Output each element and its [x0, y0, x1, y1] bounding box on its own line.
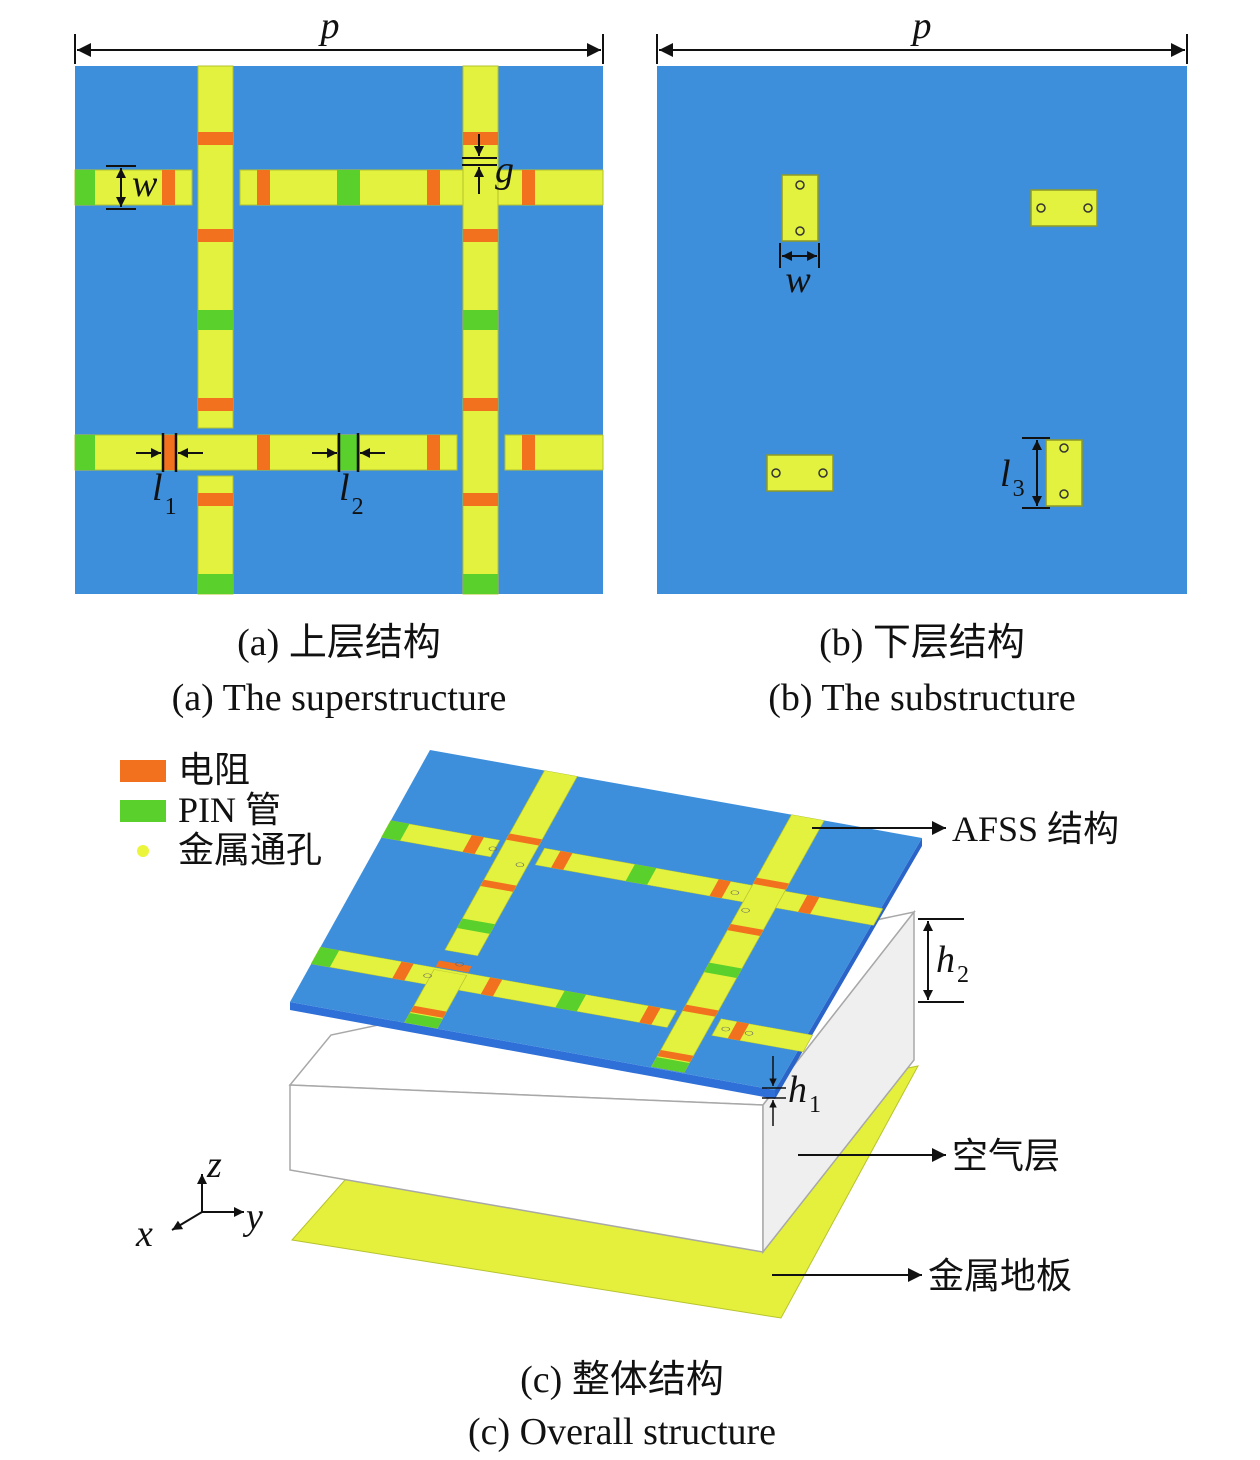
legend-pin-swatch [120, 800, 166, 822]
substrate-top [75, 66, 603, 594]
legend-resistor-label: 电阻 [178, 750, 250, 790]
dim-w-label-a: w [132, 163, 158, 205]
legend-via-label: 金属通孔 [178, 830, 322, 870]
dim-p-label-a: p [318, 5, 340, 47]
resistors-a [162, 132, 535, 506]
via-holes [771, 180, 1093, 499]
caption-a-en: (a) The superstructure [172, 677, 507, 719]
dim-l1-label-a: l1 [152, 467, 177, 520]
coordinate-axes: z y x [135, 1144, 263, 1255]
panel-a: p [74, 5, 604, 719]
substrate-bottom [657, 66, 1187, 594]
dim-l2-label-a: l2 [339, 467, 364, 520]
panel-b: p w l3 (b) 下层结构 (b) The substr [656, 5, 1188, 719]
dim-l3-label-b: l3 [1000, 453, 1025, 502]
dim-h1-label: h1 [788, 1069, 821, 1118]
afss-patterns [310, 770, 884, 1073]
pin-diodes-a [75, 170, 498, 594]
legend-resistor-swatch [120, 760, 166, 782]
dim-w-label-b: w [785, 259, 811, 301]
via-pads [766, 174, 1098, 507]
legend-pin-label: PIN 管 [178, 790, 281, 830]
axis-z-label: z [206, 1144, 222, 1186]
dim-h2-label: h2 [936, 939, 969, 988]
caption-a-cn: (a) 上层结构 [237, 622, 441, 664]
caption-b-cn: (b) 下层结构 [819, 622, 1025, 664]
panel-c: 电阻 PIN 管 金属通孔 [120, 750, 1119, 1453]
legend-via-swatch [137, 845, 149, 857]
label-ground: 金属地板 [928, 1256, 1072, 1296]
label-air-layer: 空气层 [952, 1136, 1060, 1176]
legend: 电阻 PIN 管 金属通孔 [120, 750, 322, 870]
dim-g-label-a: g [495, 149, 514, 191]
caption-c-en: (c) Overall structure [468, 1411, 776, 1453]
caption-c-cn: (c) 整体结构 [520, 1359, 724, 1401]
label-afss: AFSS 结构 [952, 809, 1119, 849]
caption-b-en: (b) The substructure [768, 677, 1075, 719]
axis-y-label: y [242, 1196, 263, 1238]
axis-x-label: x [135, 1213, 153, 1255]
dim-p-label-b: p [910, 5, 932, 47]
